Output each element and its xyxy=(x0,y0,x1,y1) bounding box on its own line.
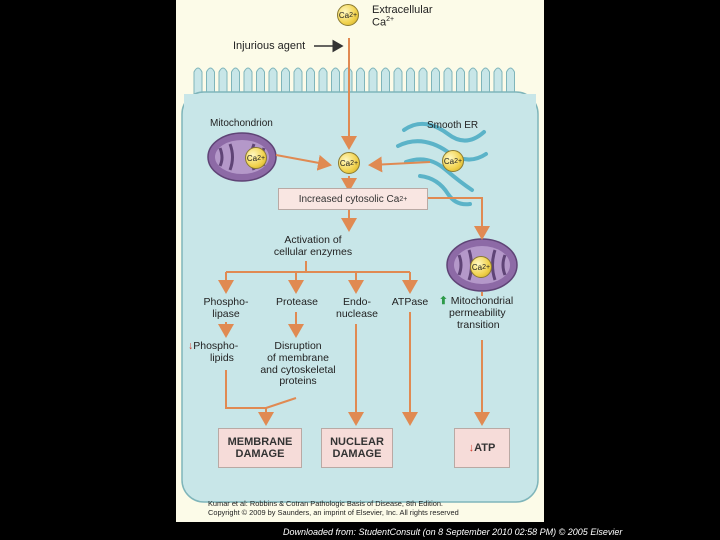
credit-line1: Kumar et al: Robbins & Cotran Pathologic… xyxy=(208,499,443,508)
atp-box: ↓ATP xyxy=(454,428,510,468)
phospholipase-label: Phospho- lipase xyxy=(196,296,256,321)
disruption-line2: of membrane xyxy=(267,351,329,364)
ca-charge: 2+ xyxy=(482,263,491,271)
phospholipids-line1: Phospho- xyxy=(193,340,239,352)
ca-charge: 2+ xyxy=(454,157,463,165)
ca-charge: 2+ xyxy=(349,11,358,19)
protease-label: Protease xyxy=(275,296,319,308)
smooth-er-label: Smooth ER xyxy=(427,120,479,131)
disruption-line1: Disruption xyxy=(274,340,322,352)
disruption-line4: proteins xyxy=(279,375,317,388)
mitochondrion-label: Mitochondrion xyxy=(210,118,273,129)
disruption-label: Disruption of membrane and cytoskeletal … xyxy=(248,340,348,388)
phospholipase-line1: Phospho- xyxy=(203,296,249,308)
atp-text: ATP xyxy=(474,442,496,454)
membrane-damage-box: MEMBRANE DAMAGE xyxy=(218,428,302,468)
ca-charge: 2+ xyxy=(399,195,408,203)
phospholipids-line2: lipids xyxy=(210,351,234,364)
ca-symbol: Ca xyxy=(246,153,258,163)
mito-perm-line2: permeability xyxy=(449,306,506,319)
mitochondrial-permeability-label: ⬆ Mitochondrial permeability transition xyxy=(439,295,539,331)
mito-perm-line1: Mitochondrial xyxy=(450,295,514,307)
membrane-damage-line1: MEMBRANE xyxy=(227,436,293,448)
endonuclease-line2: nuclease xyxy=(335,307,379,320)
ca-symbol: Ca xyxy=(443,156,455,166)
nuclear-damage-line1: NUCLEAR xyxy=(330,436,384,448)
up-arrow-icon: ⬆ xyxy=(439,295,448,307)
injurious-agent-label: Injurious agent xyxy=(233,40,306,52)
ca-charge: 2+ xyxy=(386,16,395,24)
activation-line2: cellular enzymes xyxy=(273,245,353,258)
nuclear-damage-box: NUCLEAR DAMAGE xyxy=(321,428,393,468)
disruption-line3: and cytoskeletal xyxy=(260,363,336,376)
activation-line1: Activation of xyxy=(284,234,342,246)
increased-cytosolic-text: Increased cytosolic Ca xyxy=(298,193,400,205)
arrow-connectors xyxy=(218,38,490,426)
ca-charge: 2+ xyxy=(350,159,359,167)
credit-line2: Copyright © 2009 by Saunders, an imprint… xyxy=(208,507,459,517)
endonuclease-label: Endo- nuclease xyxy=(328,296,386,321)
phospholipids-label: ↓Phospho- lipids xyxy=(188,340,239,365)
extracellular-label: Extracellular Ca2+ xyxy=(372,4,433,29)
down-arrow-icon: ↓ xyxy=(188,340,194,352)
ca-symbol: Ca xyxy=(339,158,351,168)
ca-symbol: Ca xyxy=(471,262,483,272)
mito-perm-line3: transition xyxy=(457,318,500,331)
activation-label: Activation of cellular enzymes xyxy=(258,234,368,259)
copyright-credit: Kumar et al: Robbins & Cotran Pathologic… xyxy=(208,499,538,518)
phospholipase-line2: lipase xyxy=(212,307,240,320)
extracellular-text: Extracellular xyxy=(372,4,433,16)
ca-charge: 2+ xyxy=(257,154,266,162)
down-arrow-icon: ↓ xyxy=(468,442,475,454)
download-footer: Downloaded from: StudentConsult (on 8 Se… xyxy=(283,527,623,537)
membrane-damage-line2: DAMAGE xyxy=(235,448,285,460)
endonuclease-line1: Endo- xyxy=(342,296,372,308)
atpase-label: ATPase xyxy=(391,296,429,308)
ca-symbol: Ca xyxy=(338,10,350,20)
nuclear-damage-line2: DAMAGE xyxy=(332,448,382,460)
ca-symbol: Ca xyxy=(372,16,387,29)
